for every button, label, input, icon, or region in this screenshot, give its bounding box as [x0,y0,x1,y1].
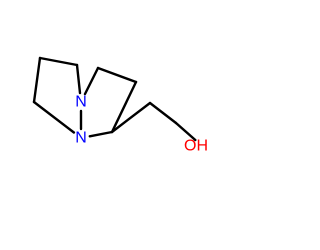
bond-a5-a2 [32,100,76,134]
atom-label-a2: N [75,130,87,147]
bond-a1-a6 [83,66,100,96]
molecule-structure-diagram: N N OH [32,56,208,155]
bond-a4-a5 [32,56,42,104]
atom-label-a1: N [75,94,87,111]
bond-a1-a3 [75,63,82,95]
bond-a10-a11 [174,121,197,142]
bond-a6-a7 [96,66,138,84]
bond-a3-a4 [38,56,79,67]
bond-a8-a2 [88,130,114,138]
bond-a9-a10 [148,101,178,125]
bond-layer [32,56,197,142]
bond-a8-a9 [110,101,152,134]
atom-label-a11: OH [184,138,208,155]
atom-label-layer: N N OH [75,94,208,155]
bond-a7-a8 [110,80,138,134]
